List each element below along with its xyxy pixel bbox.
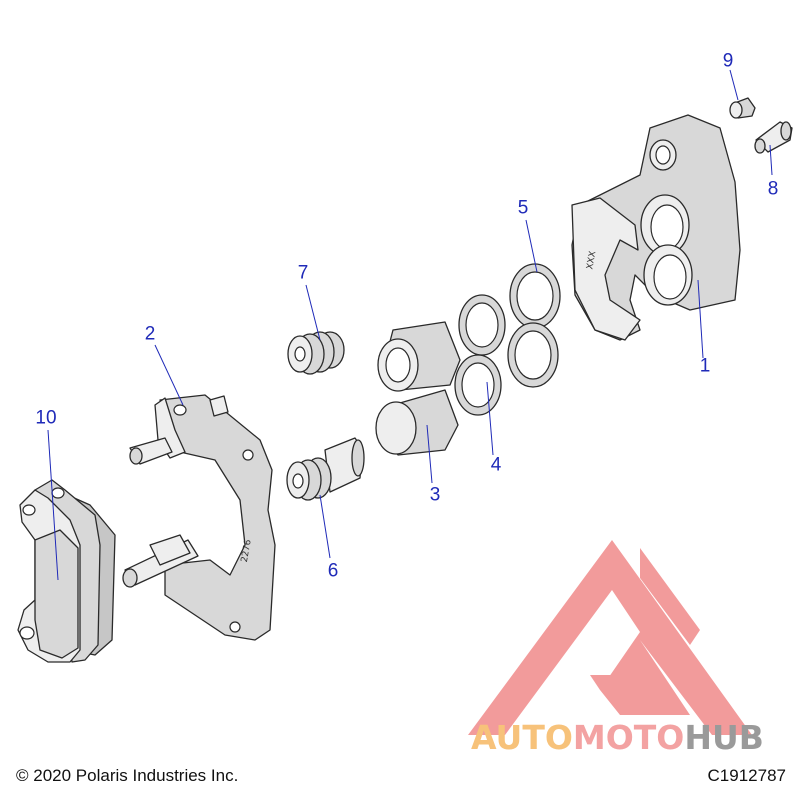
pin-boot-upper[interactable]	[287, 331, 345, 375]
brake-pads[interactable]	[17, 479, 116, 663]
piston-seals-small[interactable]	[454, 294, 506, 416]
callout-3[interactable]: 3	[429, 484, 441, 506]
callout-1[interactable]: 1	[699, 355, 711, 377]
callout-8[interactable]: 8	[767, 178, 779, 200]
watermark-word-moto: MOTO	[572, 718, 685, 757]
bracket-part-marking: 2276	[240, 539, 254, 564]
caliper-body[interactable]: XXX	[571, 114, 741, 341]
automotohub-watermark-text: AUTOMOTOHUB	[471, 718, 764, 757]
callout-7[interactable]: 7	[297, 262, 309, 284]
callout-2[interactable]: 2	[144, 323, 156, 345]
caliper-part-marking: XXX	[585, 250, 598, 270]
caliper-bracket[interactable]: 2276	[122, 394, 276, 641]
copyright-text: © 2020 Polaris Industries Inc.	[16, 766, 239, 785]
watermark-word-auto: AUTO	[471, 718, 573, 757]
figure-code: C1912787	[707, 766, 786, 785]
bleeder-screw[interactable]	[754, 121, 793, 154]
watermark-word-hub: HUB	[684, 718, 764, 757]
callout-10[interactable]: 10	[35, 407, 57, 429]
callout-9[interactable]: 9	[722, 50, 734, 72]
automotohub-logo	[468, 540, 752, 735]
callout-leaders	[47, 69, 773, 581]
pistons[interactable]	[375, 321, 461, 456]
callout-6[interactable]: 6	[327, 560, 339, 582]
callout-4[interactable]: 4	[490, 454, 502, 476]
pin-boot-lower[interactable]	[286, 437, 365, 501]
piston-seals-large[interactable]	[507, 263, 561, 388]
callout-5[interactable]: 5	[517, 197, 529, 219]
bleeder-cap[interactable]	[729, 97, 756, 119]
